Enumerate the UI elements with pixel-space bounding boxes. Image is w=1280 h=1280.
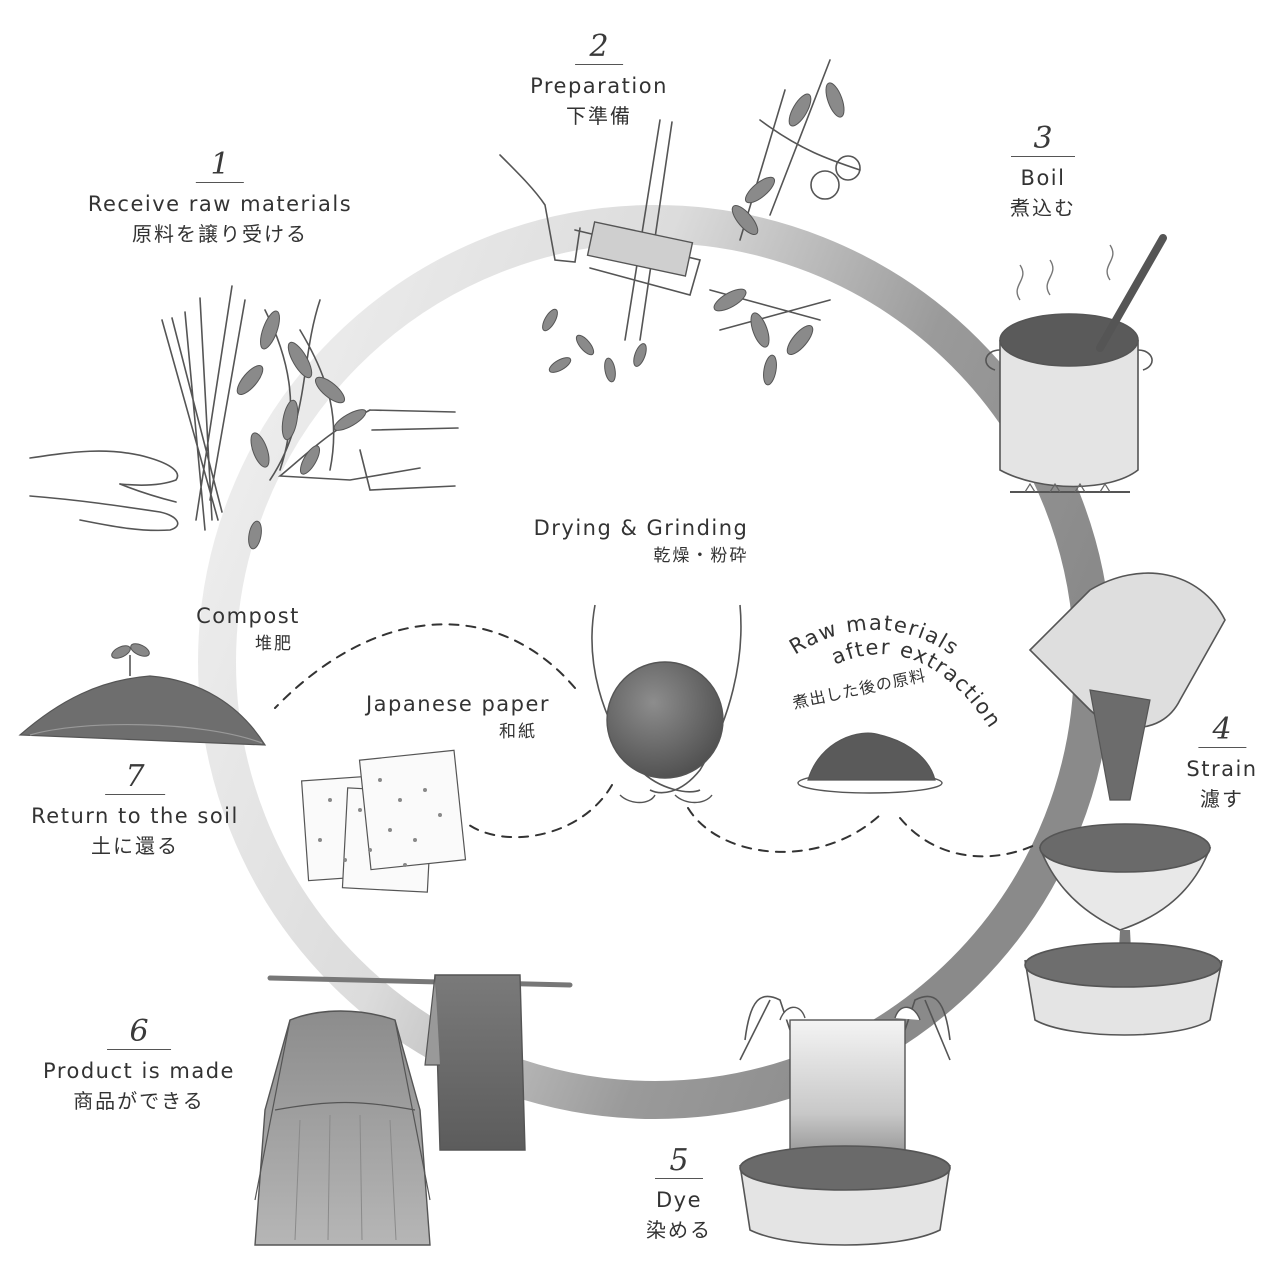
step-6-label: 6 Product is made 商品ができる	[43, 1015, 235, 1116]
step-1-en: Receive raw materials	[87, 192, 353, 216]
step-3-number: 3	[1033, 121, 1053, 156]
step-4-jp: 濾す	[1200, 787, 1244, 811]
leaf-cluster-1	[236, 310, 367, 550]
step-2-rule	[574, 64, 623, 65]
step-1-rule	[196, 182, 244, 183]
step-1-number: 1	[210, 147, 230, 182]
dye-illustration	[739, 995, 951, 1246]
step-3-en: Boil	[1020, 166, 1066, 190]
boiling-pot-illustration	[985, 234, 1167, 493]
strain-illustration	[1024, 572, 1226, 1036]
step-7-number: 7	[125, 759, 145, 794]
step-4-rule	[1198, 747, 1246, 748]
step-2-en: Preparation	[530, 74, 668, 98]
step-5-label: 5 Dye 染める	[646, 1144, 712, 1245]
step-5-rule	[655, 1178, 703, 1179]
step-6-rule	[107, 1049, 171, 1050]
step-5-en: Dye	[655, 1188, 703, 1212]
step-5-number: 5	[669, 1143, 689, 1178]
step-7-en: Return to the soil	[31, 804, 239, 828]
step-6-number: 6	[129, 1014, 149, 1049]
connector-compost	[274, 623, 576, 709]
step-1-jp: 原料を譲り受ける	[132, 222, 308, 246]
step-4-en: Strain	[1186, 757, 1258, 781]
step-5-jp: 染める	[646, 1218, 712, 1242]
extracted-materials-illustration	[797, 732, 943, 794]
paper-jp: 和紙	[498, 722, 537, 742]
step-2-label: 2 Preparation 下準備	[530, 30, 668, 131]
japanese-paper-label: Japanese paper 和紙	[366, 690, 550, 746]
connector-extract-left	[687, 807, 881, 853]
leaf-cluster-2	[542, 82, 845, 386]
connector-paper	[464, 784, 613, 839]
step-7-rule	[105, 794, 165, 795]
drying-grinding-label: Drying & Grinding 乾燥・粉砕	[534, 514, 749, 570]
step-4-label: 4 Strain 濾す	[1186, 713, 1257, 814]
step-4-number: 4	[1212, 712, 1232, 747]
step-3-label: 3 Boil 煮込む	[1010, 122, 1076, 223]
step-2-jp: 下準備	[565, 104, 632, 128]
step-1-label: 1 Receive raw materials 原料を譲り受ける	[88, 148, 352, 249]
drying-en: Drying & Grinding	[533, 516, 749, 540]
compost-mound-illustration	[18, 643, 267, 746]
compost-en: Compost	[196, 604, 300, 628]
receive-materials-illustration	[29, 285, 459, 532]
step-2-number: 2	[589, 29, 609, 64]
drying-grinding-illustration	[591, 604, 742, 804]
paper-en: Japanese paper	[365, 692, 551, 716]
step-3-jp: 煮込む	[1010, 196, 1076, 220]
dashed-connectors	[274, 623, 1036, 858]
cycle-ring	[198, 205, 1112, 1119]
step-6-jp: 商品ができる	[73, 1089, 205, 1113]
paper-fiber-specks	[318, 778, 442, 867]
ground-material-ball	[606, 661, 724, 779]
drying-jp: 乾燥・粉砕	[653, 546, 749, 566]
compost-label: Compost 堆肥	[196, 602, 300, 658]
connector-extract-right	[899, 817, 1036, 858]
step-3-rule	[1011, 156, 1075, 157]
preparation-illustration	[499, 59, 861, 341]
compost-jp: 堆肥	[254, 634, 293, 654]
step-7-label: 7 Return to the soil 土に還る	[31, 760, 239, 861]
product-illustration	[254, 974, 573, 1246]
step-6-en: Product is made	[43, 1059, 235, 1083]
step-7-jp: 土に還る	[91, 834, 179, 858]
cutting-blade	[586, 221, 694, 277]
japanese-paper-illustration	[300, 749, 467, 893]
